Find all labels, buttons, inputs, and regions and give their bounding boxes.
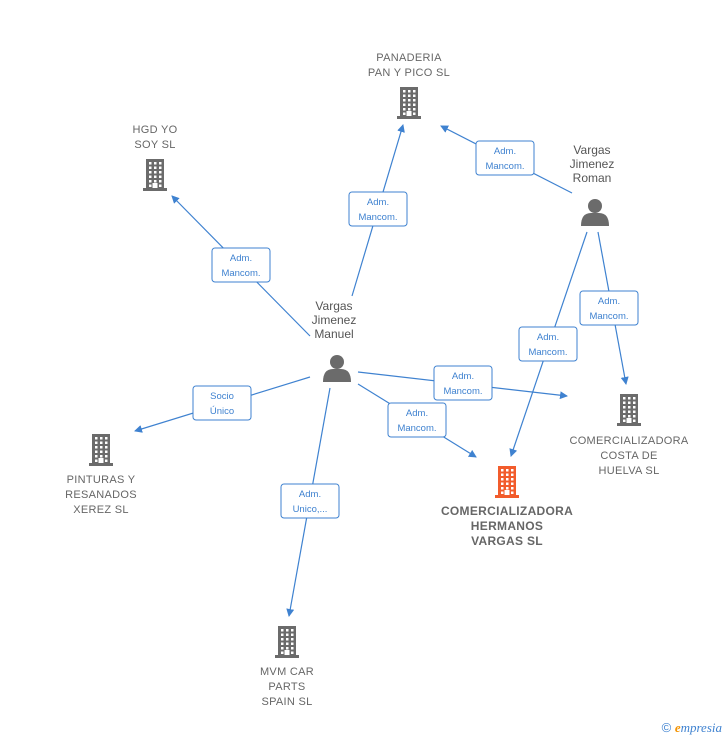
building-icon[interactable] [143, 159, 167, 191]
company-node-pinturas[interactable]: PINTURAS Y RESANADOS XEREZ SL [65, 434, 137, 516]
person-label-line: Jimenez [312, 313, 357, 327]
edge-roman-costa: Adm. Mancom. [579, 231, 639, 385]
company-label-line: PANADERIA [376, 52, 442, 64]
edge-label-box-manuel-panaderia[interactable] [348, 191, 408, 227]
empresia-logo-text: mpresia [680, 720, 722, 735]
building-icon[interactable] [89, 434, 113, 466]
edge-label-box-roman-costa[interactable] [579, 290, 639, 326]
edge-manuel-hermanos: Adm. Mancom. [357, 383, 477, 458]
person-label-line: Vargas [573, 143, 610, 157]
building-icon[interactable] [495, 466, 519, 498]
edge-label-box-roman-panaderia[interactable] [475, 140, 535, 176]
company-label-line: RESANADOS [65, 489, 137, 501]
person-icon[interactable] [323, 355, 351, 382]
company-label-line: SPAIN SL [261, 696, 312, 708]
edge-roman-panaderia: Adm. Mancom. [440, 125, 573, 194]
edge-label-box-roman-hermanos[interactable] [518, 326, 578, 362]
company-node-panaderia[interactable]: PANADERIA PAN Y PICO SL [368, 52, 450, 119]
company-node-hgd[interactable]: HGD YO SOY SL [133, 124, 178, 191]
edge-label-text: Adm. [367, 197, 389, 208]
edge-label-text: Adm. [406, 408, 428, 419]
company-label-line: COSTA DE [600, 450, 657, 462]
company-label-line: PAN Y PICO SL [368, 67, 450, 79]
edge-label-box-manuel-hermanos[interactable] [387, 402, 447, 438]
company-node-costa[interactable]: COMERCIALIZADORA COSTA DE HUELVA SL [569, 394, 689, 477]
company-node-mvm[interactable]: MVM CAR PARTS SPAIN SL [260, 626, 314, 708]
nodes-layer: PANADERIA PAN Y PICO SL HGD YO SOY SL PINTUR… [65, 52, 689, 708]
edge-label-text: Mancom. [358, 212, 397, 223]
edge-label-text: Mancom. [397, 423, 436, 434]
company-label-line: PINTURAS Y [67, 474, 136, 486]
edge-label-box-manuel-mvm[interactable] [280, 483, 340, 519]
edge-label-text: Mancom. [528, 347, 567, 358]
company-label-line: XEREZ SL [73, 504, 129, 516]
edge-label-text: Adm. [230, 253, 252, 264]
empresia-logo-e: e [674, 720, 681, 735]
company-label-line: COMERCIALIZADORA [441, 504, 573, 518]
edge-label-text: Mancom. [221, 268, 260, 279]
company-label-line: MVM CAR [260, 666, 314, 678]
building-icon[interactable] [617, 394, 641, 426]
empresia-logo: empresia [675, 720, 722, 735]
edge-label-text: Unico,... [293, 504, 328, 515]
person-icon[interactable] [581, 199, 609, 226]
company-label-line: PARTS [268, 681, 305, 693]
copyright-footer: © empresia [662, 720, 722, 736]
company-label-line: COMERCIALIZADORA [569, 435, 688, 447]
building-icon[interactable] [275, 626, 299, 658]
edge-manuel-hgd: Adm. Mancom. [171, 195, 311, 337]
edge-label-text: Único [210, 406, 234, 417]
edge-label-text: Adm. [537, 332, 559, 343]
edge-roman-hermanos: Adm. Mancom. [509, 231, 588, 457]
edge-label-box-manuel-hgd[interactable] [211, 247, 271, 283]
person-label-line: Roman [573, 171, 612, 185]
person-label-line: Vargas [315, 299, 352, 313]
edge-label-text: Adm. [452, 371, 474, 382]
company-label-line: HGD YO [133, 124, 178, 136]
edge-label-text: Adm. [299, 489, 321, 500]
building-icon[interactable] [397, 87, 421, 119]
edge-label-text: Mancom. [589, 311, 628, 322]
company-label-line: HERMANOS [471, 519, 543, 533]
person-label-line: Jimenez [570, 157, 615, 171]
edge-label-text: Mancom. [443, 386, 482, 397]
edge-label-box-manuel-costa[interactable] [433, 365, 493, 401]
edges-layer: Adm.Mancom.Adm.Mancom.SocioÚnicoAdm.Unic… [134, 124, 639, 617]
edge-manuel-mvm: Adm. Unico,... [280, 387, 340, 617]
edge-label-text: Adm. [494, 146, 516, 157]
edge-label-box-manuel-pinturas[interactable] [192, 385, 252, 421]
company-label-line: HUELVA SL [599, 465, 660, 477]
copyright-symbol: © [661, 720, 672, 735]
edge-manuel-panaderia: Adm. Mancom. [348, 124, 408, 297]
person-label-line: Manuel [314, 327, 353, 341]
edge-label-text: Adm. [598, 296, 620, 307]
company-label-line: VARGAS SL [471, 534, 543, 548]
edge-label-text: Mancom. [485, 161, 524, 172]
company-label-line: SOY SL [134, 139, 175, 151]
edge-label-text: Socio [210, 391, 234, 402]
